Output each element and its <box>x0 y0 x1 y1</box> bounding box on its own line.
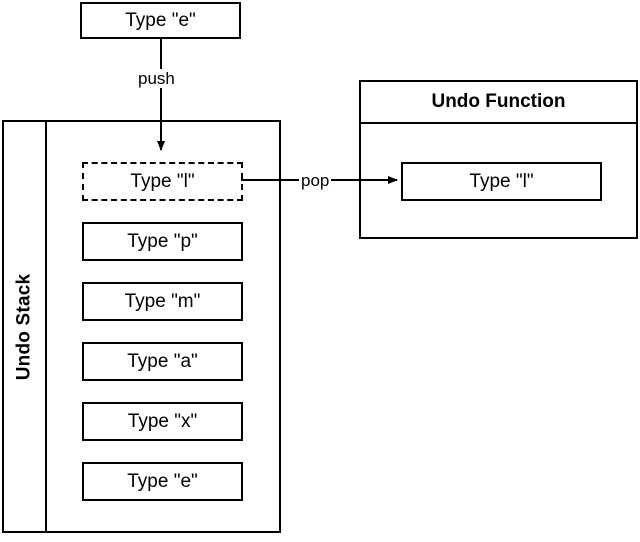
stack-item-2: Type "p" <box>82 222 243 261</box>
stack-item-bottom: Type "e" <box>82 462 243 501</box>
stack-item-5: Type "x" <box>82 402 243 441</box>
undo-function-title: Undo Function <box>361 82 636 124</box>
undo-function-panel: Undo Function Type "l" <box>359 80 638 239</box>
undo-stack-label-cell: Undo Stack <box>4 122 47 531</box>
undo-stack-label: Undo Stack <box>13 273 35 380</box>
pushed-item-box: Type "e" <box>80 2 241 39</box>
stack-item-3: Type "m" <box>82 282 243 321</box>
undo-stack-container: Undo Stack Type "l" Type "p" Type "m" Ty… <box>2 120 281 533</box>
undo-function-item-box: Type "l" <box>401 162 602 201</box>
push-edge-label: push <box>136 69 177 88</box>
stack-item-top: Type "l" <box>82 162 243 201</box>
pop-edge-label: pop <box>299 171 332 190</box>
stack-item-4: Type "a" <box>82 342 243 381</box>
